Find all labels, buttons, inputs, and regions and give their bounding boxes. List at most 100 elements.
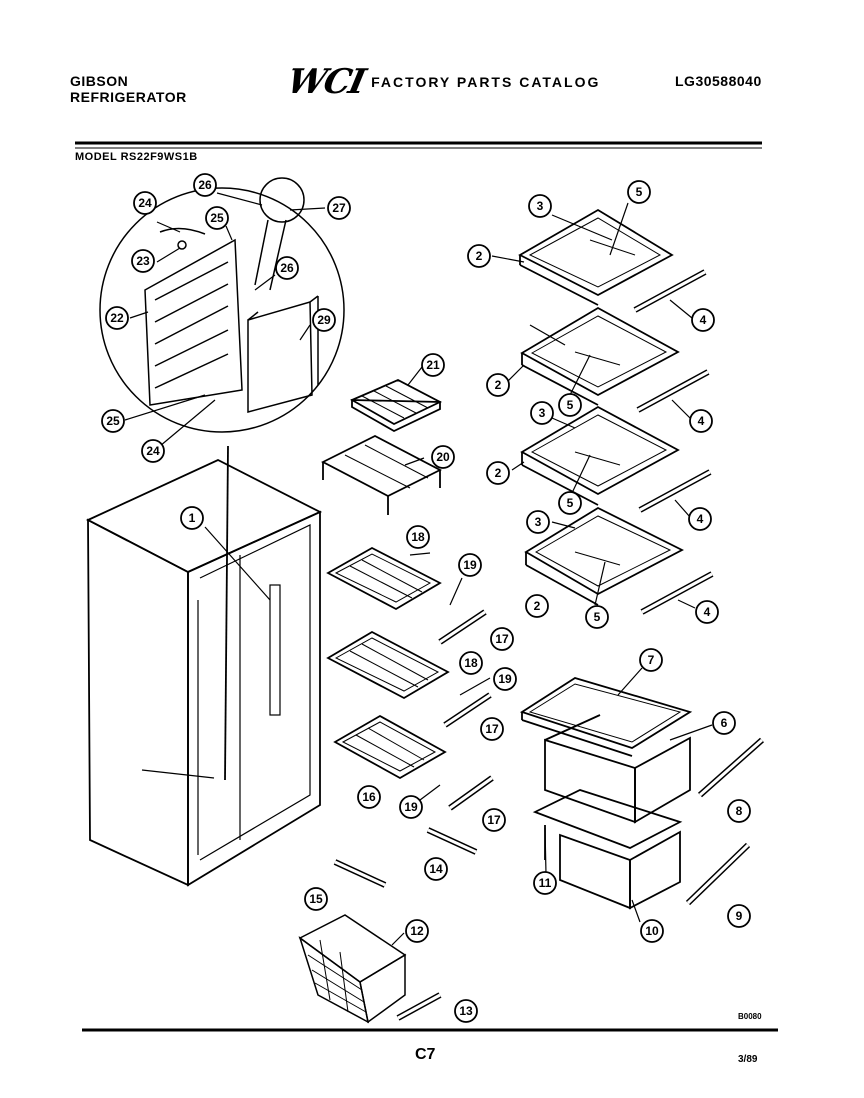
svg-text:5: 5 — [567, 398, 574, 412]
svg-text:20: 20 — [436, 450, 450, 464]
callout-2b: 2 — [486, 373, 510, 397]
callout-5d: 5 — [585, 605, 609, 629]
svg-text:18: 18 — [411, 530, 425, 544]
svg-text:2: 2 — [495, 466, 502, 480]
svg-text:25: 25 — [106, 414, 120, 428]
svg-text:3: 3 — [539, 406, 546, 420]
callout-15: 15 — [304, 887, 328, 911]
svg-text:5: 5 — [636, 185, 643, 199]
svg-text:23: 23 — [136, 254, 150, 268]
svg-text:4: 4 — [704, 605, 711, 619]
svg-text:1: 1 — [189, 511, 196, 525]
callout-5b: 5 — [558, 393, 582, 417]
callout-2d: 2 — [525, 594, 549, 618]
svg-text:21: 21 — [426, 358, 440, 372]
svg-text:19: 19 — [463, 558, 477, 572]
callout-18a: 18 — [406, 525, 430, 549]
freezer-shelves — [321, 379, 494, 1021]
svg-text:4: 4 — [700, 313, 707, 327]
callout-22: 22 — [105, 306, 129, 330]
callout-26a: 26 — [193, 173, 217, 197]
callout-labels: 1 2 2 2 2 3 3 3 5 5 5 5 4 4 4 4 6 7 8 9 … — [101, 173, 751, 1023]
callout-5a: 5 — [627, 180, 651, 204]
product-type: REFRIGERATOR — [70, 89, 187, 105]
callout-4c: 4 — [688, 507, 712, 531]
svg-text:26: 26 — [280, 261, 294, 275]
callout-21: 21 — [421, 353, 445, 377]
callout-19b: 19 — [493, 667, 517, 691]
svg-text:19: 19 — [404, 800, 418, 814]
brand-name: GIBSON — [70, 73, 129, 89]
glass-shelves — [518, 208, 714, 615]
callout-17a: 17 — [490, 627, 514, 651]
shelf-3 — [520, 405, 680, 506]
callout-19c: 19 — [399, 795, 423, 819]
svg-text:3: 3 — [535, 515, 542, 529]
svg-text:6: 6 — [721, 716, 728, 730]
callout-14: 14 — [424, 857, 448, 881]
callout-23: 23 — [131, 249, 155, 273]
svg-text:13: 13 — [459, 1004, 473, 1018]
callout-3a: 3 — [528, 194, 552, 218]
svg-text:5: 5 — [567, 496, 574, 510]
catalog-code: LG30588040 — [675, 73, 762, 89]
svg-text:2: 2 — [476, 249, 483, 263]
callout-4d: 4 — [695, 600, 719, 624]
callout-11: 11 — [533, 871, 557, 895]
revision-date: 3/89 — [738, 1054, 758, 1065]
wire-shelf-18a — [326, 546, 442, 611]
callout-25a: 25 — [205, 206, 229, 230]
callout-27: 27 — [327, 196, 351, 220]
svg-text:18: 18 — [464, 656, 478, 670]
callout-6: 6 — [712, 711, 736, 735]
shelf-1 — [518, 208, 674, 306]
svg-text:5: 5 — [594, 610, 601, 624]
callout-3c: 3 — [526, 510, 550, 534]
svg-text:7: 7 — [648, 653, 655, 667]
leader-lines — [124, 192, 713, 946]
svg-text:11: 11 — [539, 876, 552, 890]
callout-2a: 2 — [467, 244, 491, 268]
svg-text:4: 4 — [698, 414, 705, 428]
model-number: MODEL RS22F9WS1B — [75, 151, 198, 163]
svg-text:2: 2 — [495, 378, 502, 392]
svg-text:17: 17 — [485, 722, 499, 736]
svg-text:19: 19 — [498, 672, 512, 686]
callout-7: 7 — [639, 648, 663, 672]
svg-text:24: 24 — [146, 444, 160, 458]
callout-2c: 2 — [486, 461, 510, 485]
svg-text:10: 10 — [645, 924, 659, 938]
shelf-2 — [520, 306, 680, 406]
crisper-drawers — [519, 677, 764, 910]
callout-4a: 4 — [691, 308, 715, 332]
ice-tray-21 — [349, 379, 443, 433]
catalog-header: WCI FACTORY PARTS CATALOG — [284, 62, 600, 102]
svg-text:12: 12 — [410, 924, 424, 938]
svg-text:29: 29 — [317, 313, 331, 327]
shelf-4 — [524, 506, 684, 606]
svg-text:26: 26 — [198, 178, 212, 192]
wire-shelf-16 — [333, 714, 447, 780]
callout-26b: 26 — [275, 256, 299, 280]
svg-text:22: 22 — [110, 311, 124, 325]
svg-text:25: 25 — [210, 211, 224, 225]
callout-1: 1 — [180, 506, 204, 530]
callout-24a: 24 — [133, 191, 157, 215]
callout-17c: 17 — [482, 808, 506, 832]
svg-text:2: 2 — [534, 599, 541, 613]
callout-8: 8 — [727, 799, 751, 823]
callout-4b: 4 — [689, 409, 713, 433]
svg-text:14: 14 — [429, 862, 443, 876]
freezer-basket — [298, 914, 407, 1024]
callout-19a: 19 — [458, 553, 482, 577]
refrigerator-cabinet — [85, 445, 323, 887]
callout-24b: 24 — [141, 439, 165, 463]
callout-12: 12 — [405, 919, 429, 943]
callout-18b: 18 — [459, 651, 483, 675]
svg-text:15: 15 — [309, 892, 323, 906]
callout-10: 10 — [640, 919, 664, 943]
svg-text:17: 17 — [487, 813, 501, 827]
callout-17b: 17 — [480, 717, 504, 741]
